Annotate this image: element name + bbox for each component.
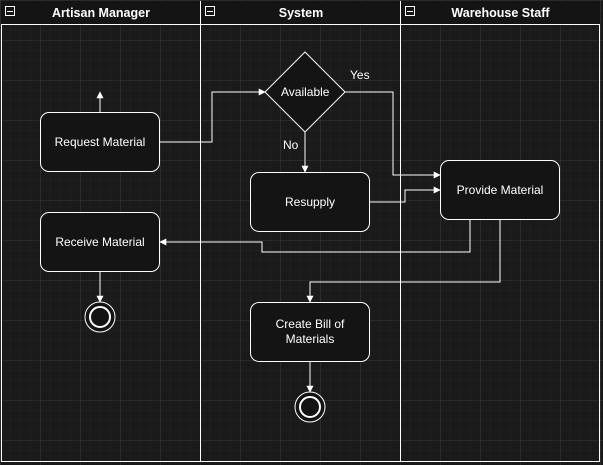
node-label: Create Bill of Materials [275,317,345,346]
lane-title: Artisan Manager [52,5,150,20]
lane-header-artisan-manager[interactable]: Artisan Manager [1,1,201,25]
edge-resupply-to-provide[interactable] [370,186,441,203]
edge-label-no: No [283,138,299,152]
lane-divider [400,1,401,462]
activity-resupply[interactable]: Resupply [250,172,370,232]
node-label: Provide Material [456,182,544,197]
lane-title: Warehouse Staff [451,5,550,20]
end-node-artisan[interactable] [84,301,116,333]
node-label: Resupply [284,194,336,209]
decision-label: Available [281,85,330,99]
collapse-icon[interactable] [205,6,215,16]
lane-header-warehouse-staff[interactable]: Warehouse Staff [401,1,600,25]
edge-available-yes-to-provide[interactable] [345,91,441,179]
activity-create-bill-of-materials[interactable]: Create Bill of Materials [250,302,370,362]
activity-request-material[interactable]: Request Material [40,112,160,172]
node-label: Request Material [54,134,146,149]
edge-request-to-available[interactable] [160,88,266,143]
node-label: Receive Material [55,234,145,249]
lane-divider [200,1,201,462]
collapse-icon[interactable] [405,6,415,16]
edge-provide-to-bill[interactable] [306,220,501,303]
lane-title: System [278,5,324,20]
activity-provide-material[interactable]: Provide Material [440,160,560,220]
lane-header-system[interactable]: System [201,1,401,25]
end-node-system[interactable] [294,391,326,423]
collapse-icon[interactable] [5,6,15,16]
edge-label-yes: Yes [350,68,370,82]
edge-provide-to-receive[interactable] [159,220,471,253]
activity-receive-material[interactable]: Receive Material [40,212,160,272]
